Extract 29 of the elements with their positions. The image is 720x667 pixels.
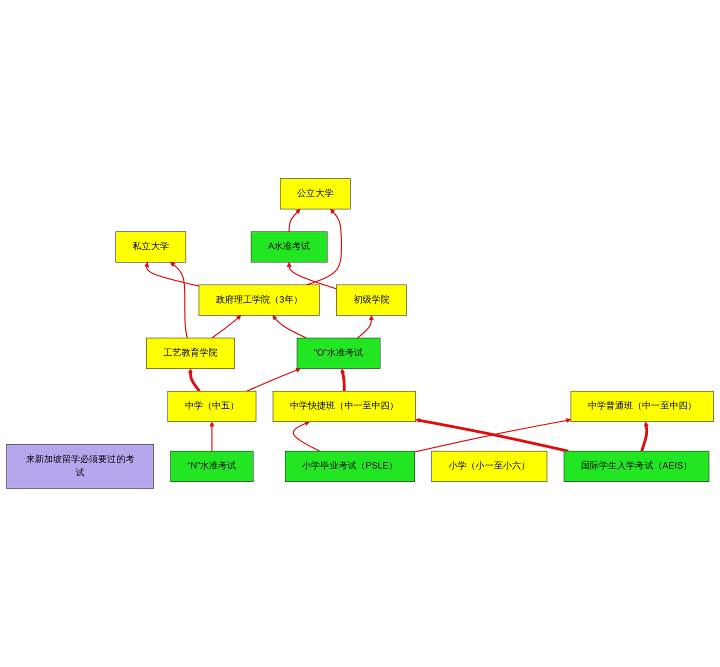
node-box: 中学快捷班（中一至中四） (272, 390, 416, 422)
node-box: 小学毕业考试（PSLE） (284, 450, 415, 482)
arrow (272, 315, 307, 339)
arrow (357, 315, 374, 338)
arrow (246, 368, 301, 392)
node-box: 私立大学 (115, 231, 186, 263)
node-box: 国际学生入学考试（AEIS） (564, 450, 710, 482)
arrow (292, 421, 320, 452)
node-box: 工艺教育学院 (146, 338, 235, 369)
arrow (286, 262, 336, 290)
arrow (640, 422, 649, 452)
arrow (144, 262, 200, 287)
arrow (306, 208, 342, 286)
arrow (340, 368, 346, 392)
node-box: 政府理工学院（3年） (198, 284, 320, 316)
node-box: 初级学院 (336, 284, 407, 316)
node-box: “O”水准考试 (296, 338, 380, 369)
arrow (212, 315, 242, 338)
node-box: A水准考试 (250, 231, 328, 263)
node-box: 中学普通班（中一至中四） (570, 390, 714, 422)
arrow (288, 208, 300, 232)
arrow (209, 422, 214, 452)
arrow (170, 262, 188, 338)
node-box: 来新加坡留学必须要过的考试 (6, 444, 154, 489)
node-box: “N”水准考试 (170, 450, 254, 482)
node-box: 小学（小一至小六） (431, 450, 548, 482)
node-box: 中学（中五） (168, 390, 256, 422)
arrow (188, 368, 201, 392)
node-box: 公立大学 (280, 178, 351, 210)
